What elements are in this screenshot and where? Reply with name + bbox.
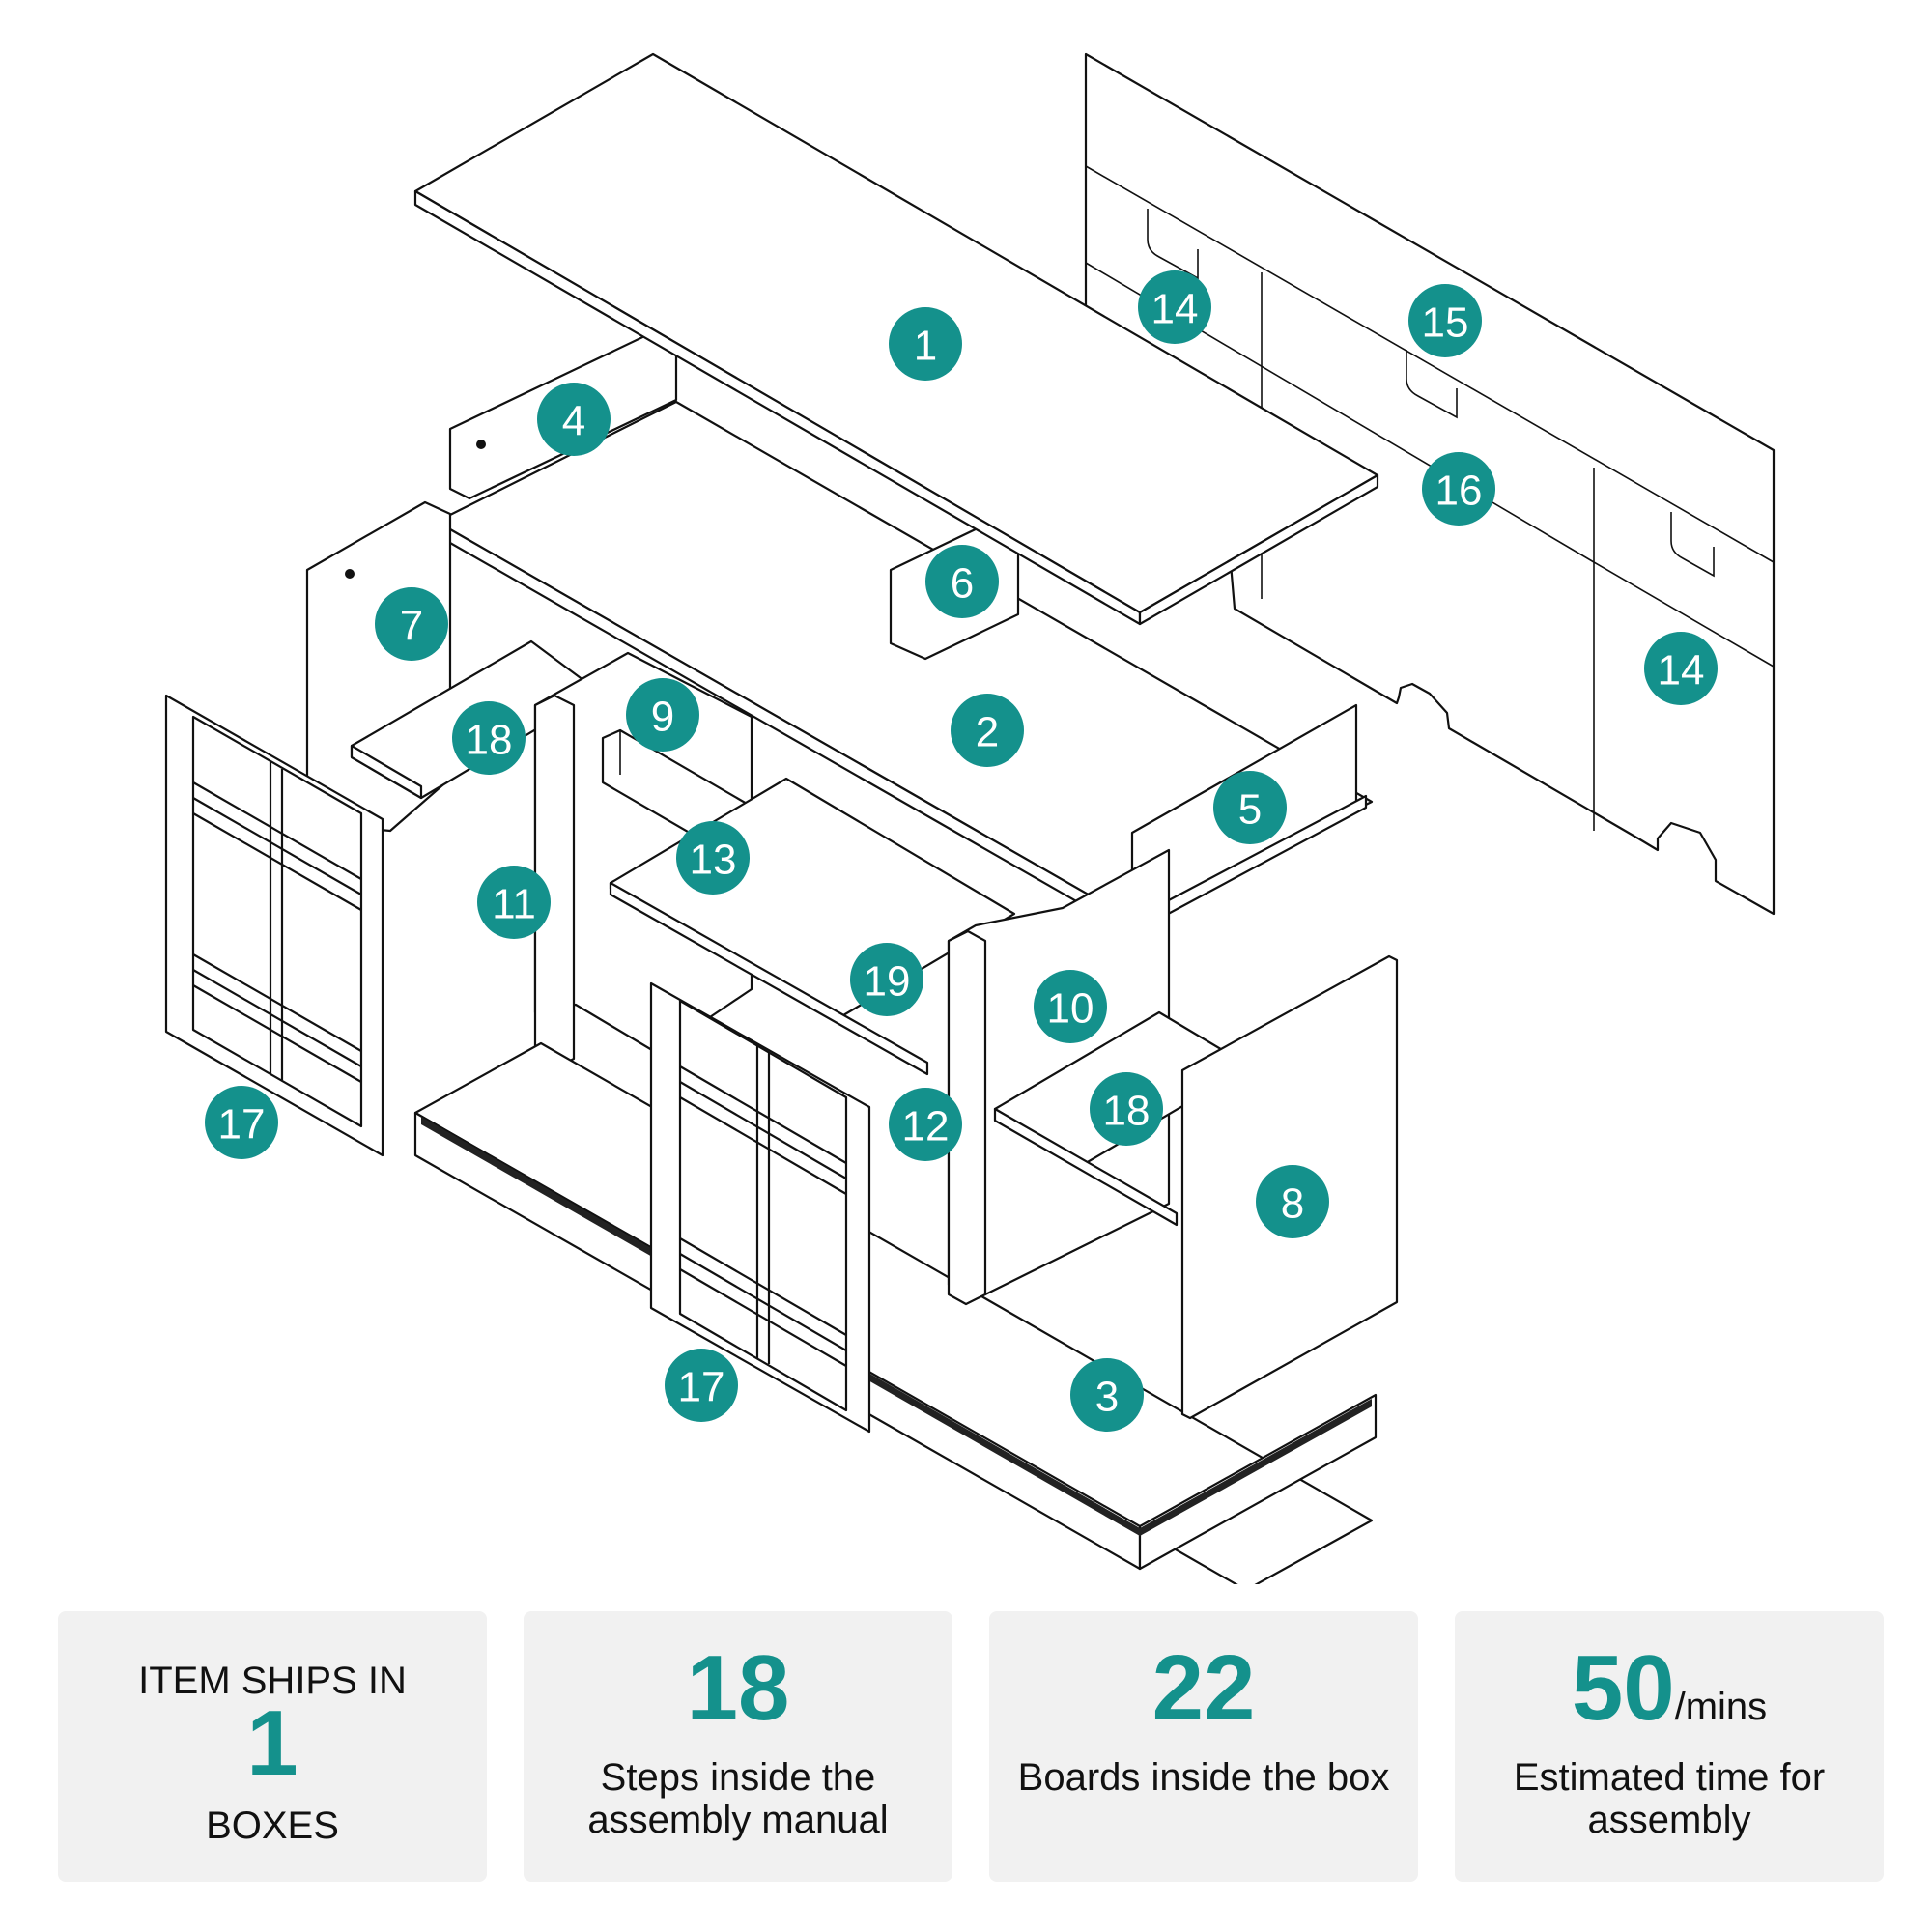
badge-18: 18 [1090, 1072, 1163, 1146]
badge-3: 3 [1070, 1358, 1144, 1432]
badge-14: 14 [1644, 632, 1718, 705]
badge-19: 19 [850, 943, 923, 1016]
stat-card-boxes: ITEM SHIPS IN 1 BOXES [58, 1611, 487, 1882]
svg-text:7: 7 [400, 603, 423, 650]
stat-time-unit: /mins [1674, 1686, 1768, 1728]
svg-text:14: 14 [1151, 286, 1199, 333]
stat-steps-value: 18 [686, 1636, 790, 1740]
svg-text:18: 18 [466, 717, 513, 764]
badge-18: 18 [452, 701, 526, 775]
badge-1: 1 [889, 307, 962, 381]
stat-steps-desc: Steps inside the assembly manual [587, 1756, 889, 1841]
badge-12: 12 [889, 1088, 962, 1161]
svg-text:9: 9 [651, 694, 674, 741]
badge-8: 8 [1256, 1165, 1329, 1238]
badge-14: 14 [1138, 270, 1211, 344]
stat-boxes-value: 1 [246, 1691, 298, 1795]
badge-4: 4 [537, 383, 611, 456]
badge-15: 15 [1408, 284, 1482, 357]
svg-text:8: 8 [1281, 1180, 1304, 1228]
badge-17: 17 [205, 1086, 278, 1159]
exploded-assembly-diagram: 1 2 3 4 5 6 7 8 9 10 11 12 13 14 14 15 1… [164, 52, 1776, 1584]
stat-time-value: 50 [1571, 1636, 1675, 1740]
stats-row: ITEM SHIPS IN 1 BOXES 18 Steps inside th… [58, 1611, 1884, 1882]
svg-text:15: 15 [1422, 299, 1469, 347]
stat-card-time: 50/mins Estimated time for assembly [1455, 1611, 1884, 1882]
stat-time-value-wrap: 50/mins [1455, 1639, 1884, 1738]
part-17-door-center [649, 981, 871, 1434]
badge-7: 7 [375, 587, 448, 661]
stat-boards-desc: Boards inside the box [1017, 1756, 1390, 1799]
svg-text:4: 4 [562, 398, 585, 445]
badge-2: 2 [951, 694, 1024, 767]
svg-text:13: 13 [690, 837, 737, 884]
svg-text:19: 19 [864, 958, 911, 1006]
badge-5: 5 [1213, 771, 1287, 844]
badge-17: 17 [665, 1349, 738, 1422]
stat-time-desc: Estimated time for assembly [1513, 1756, 1826, 1841]
part-17-door-left [164, 694, 384, 1157]
stat-card-boards: 22 Boards inside the box [989, 1611, 1418, 1882]
badge-10: 10 [1034, 970, 1107, 1043]
svg-text:16: 16 [1435, 468, 1483, 515]
stat-card-steps: 18 Steps inside the assembly manual [524, 1611, 952, 1882]
svg-text:6: 6 [951, 560, 974, 608]
stat-boards-value: 22 [1151, 1636, 1256, 1740]
badge-6: 6 [925, 545, 999, 618]
badge-9: 9 [626, 678, 699, 752]
svg-text:10: 10 [1047, 985, 1094, 1033]
svg-text:5: 5 [1238, 786, 1262, 834]
svg-text:17: 17 [218, 1101, 266, 1149]
svg-text:12: 12 [902, 1103, 950, 1151]
svg-text:18: 18 [1103, 1088, 1151, 1135]
svg-text:14: 14 [1658, 647, 1705, 695]
badge-11: 11 [477, 866, 551, 939]
svg-text:11: 11 [492, 881, 536, 928]
svg-text:1: 1 [914, 323, 937, 370]
stat-boxes-label-bottom: BOXES [206, 1804, 339, 1847]
badge-16: 16 [1422, 452, 1495, 526]
stat-boxes-label-top: ITEM SHIPS IN [138, 1660, 407, 1702]
svg-text:2: 2 [976, 709, 999, 756]
svg-text:17: 17 [678, 1364, 725, 1411]
svg-text:3: 3 [1095, 1374, 1119, 1421]
badge-13: 13 [676, 821, 750, 895]
